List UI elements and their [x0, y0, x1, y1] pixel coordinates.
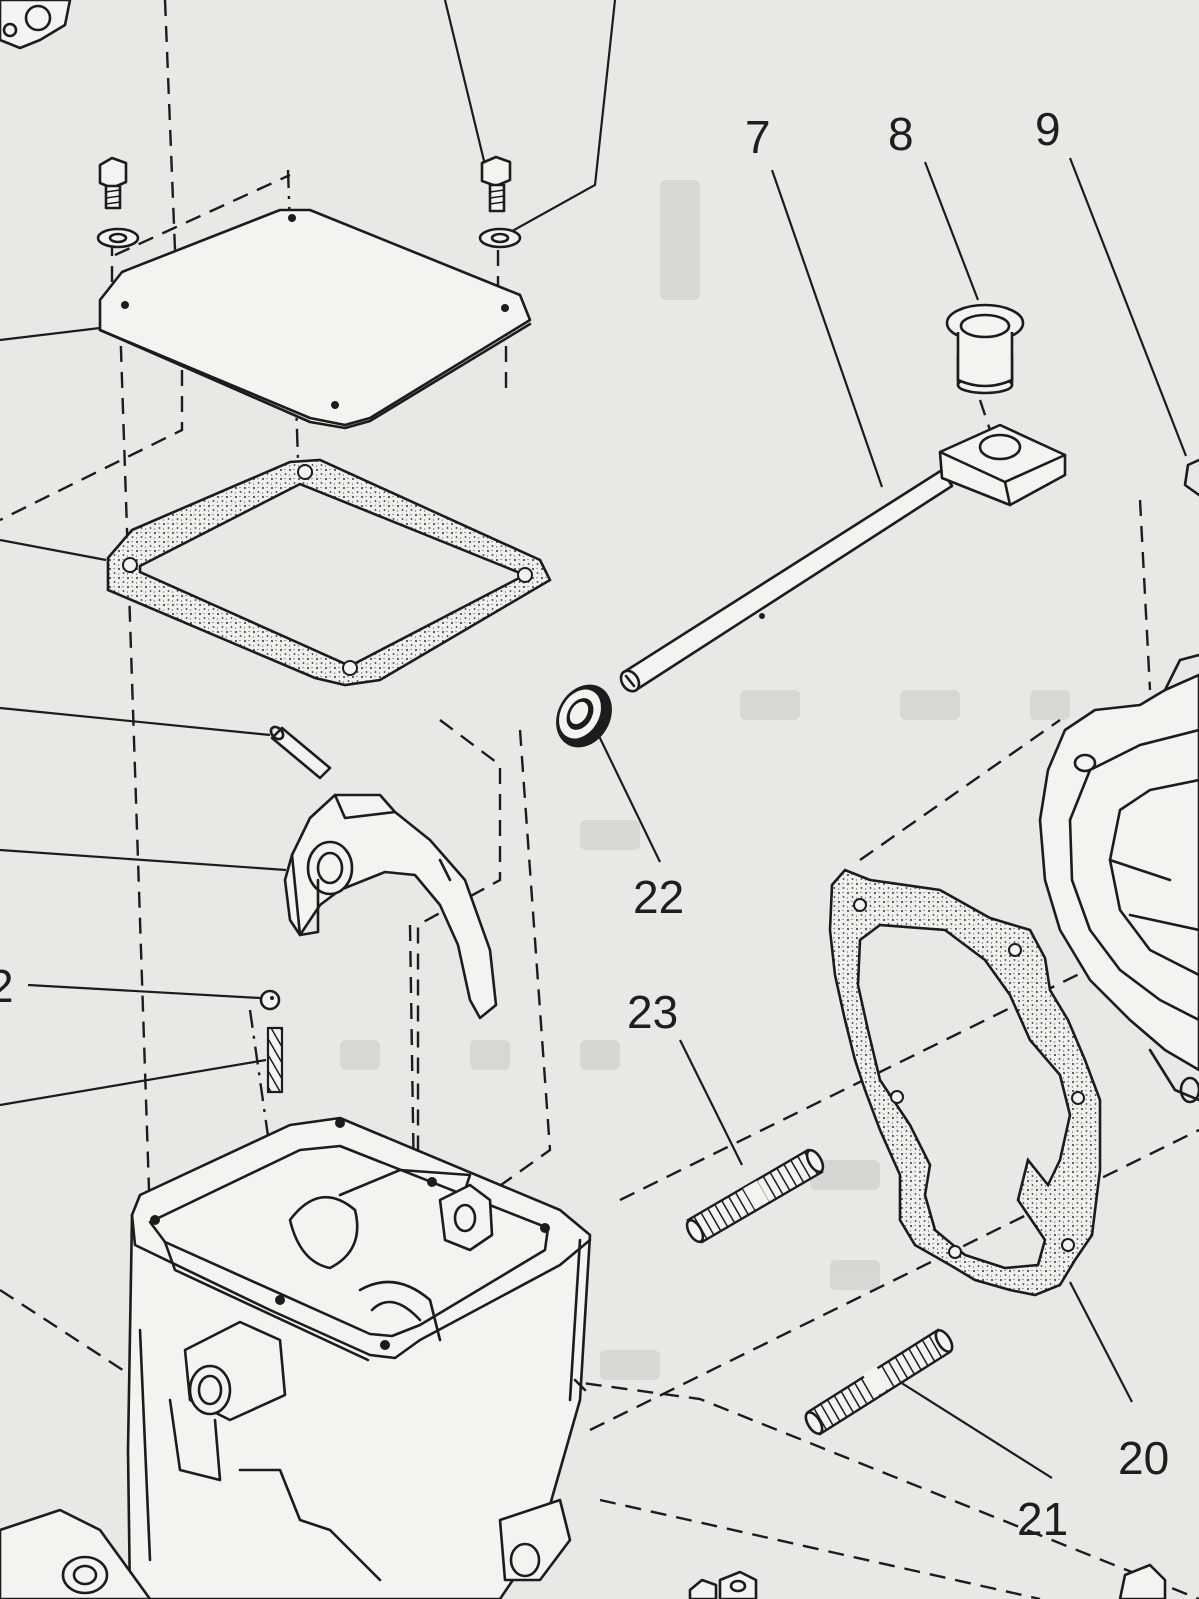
cover-bolt-left [98, 156, 128, 210]
leader-line-spring [0, 1058, 267, 1107]
stud-upper [685, 1148, 825, 1244]
leader-line-ball [27, 983, 261, 1000]
callout-21: 21 [1017, 1493, 1068, 1545]
stud-lower [804, 1328, 954, 1436]
callout-8: 8 [888, 108, 914, 160]
bleed-through-marks [340, 180, 1070, 1380]
oil-seal [556, 684, 612, 748]
washer-right [478, 227, 522, 249]
housing-gasket [828, 868, 1102, 1297]
detent-ball [259, 989, 281, 1011]
shift-fork [283, 793, 498, 1020]
callout-22: 22 [633, 871, 684, 923]
bushing [945, 303, 1025, 395]
washer-left [96, 227, 140, 249]
shift-rail-shaft [619, 423, 1067, 693]
cover-plate [98, 208, 532, 430]
bottom-small-parts [688, 1563, 1167, 1599]
callout-2: 2 [0, 960, 14, 1012]
transmission-case [0, 1116, 592, 1599]
leader-line-gasket [0, 538, 107, 562]
callout-7: 7 [745, 111, 771, 163]
detent-spring [266, 1026, 284, 1094]
leader-line-top-a [443, 0, 487, 166]
callout-23: 23 [627, 986, 678, 1038]
cover-gasket [106, 458, 552, 687]
cover-bolt-right [480, 155, 512, 213]
callout-20: 20 [1118, 1432, 1169, 1484]
leader-line-cover [0, 326, 101, 342]
callout-9: 9 [1035, 103, 1061, 155]
shift-fork-pin [269, 725, 332, 780]
top-left-part-fragment [0, 0, 72, 50]
leader-line-top-b [504, 0, 617, 236]
leader-line-pin [0, 706, 271, 737]
callout-leaders [597, 157, 1188, 1479]
leader-line-fork [0, 848, 287, 872]
extension-housing [1038, 458, 1199, 1104]
